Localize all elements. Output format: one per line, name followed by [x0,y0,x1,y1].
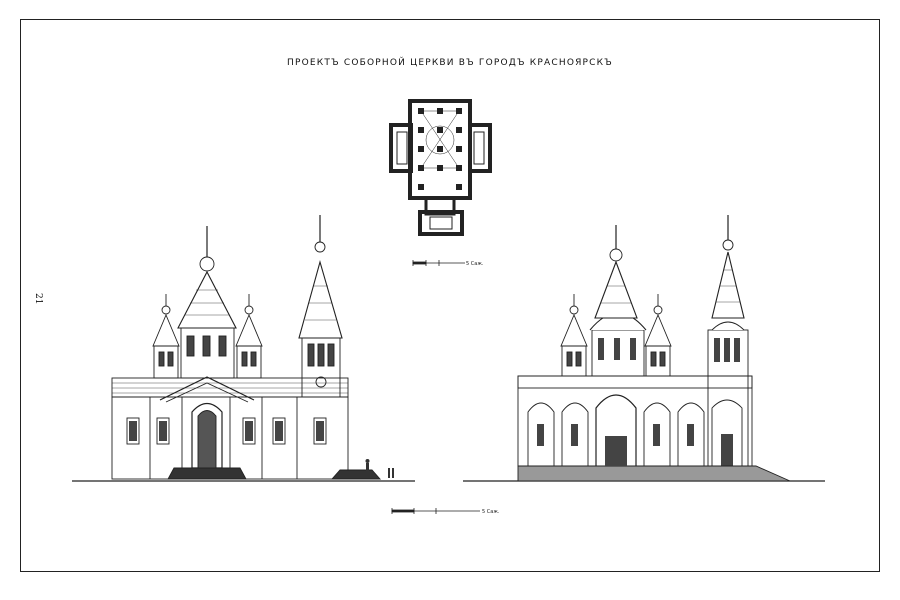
facade-left-turret [153,345,179,379]
facade-right-turret [236,345,262,379]
plan-piers [418,108,462,190]
facade-bell-tower-spire [298,259,343,339]
section-arches [527,394,743,466]
section-body [517,375,753,467]
section-base [517,465,791,482]
facade-central-tent [177,270,237,329]
plan-porch [418,210,464,236]
facade-portal [191,402,223,469]
elevation-scale-label: 5 Саж. [482,509,500,515]
section-central-tent [594,260,638,319]
plan-vault-lines [420,110,460,169]
facade-steps [167,467,247,480]
facade-elevation [72,215,415,482]
section-bell-tower-spire [711,251,745,319]
plan-scale-label: 5 Саж. [466,261,484,267]
sheet-title: ПРОЕКТЪ СОБОРНОЙ ЦЕРКВИ ВЪ ГОРОДЪ КРАСНО… [287,58,613,68]
scale-figures [365,459,394,478]
section-left-turret [561,345,587,377]
floor-plan [389,99,492,236]
section-right-turret [645,345,671,377]
elevation-scale-bar [391,508,480,514]
drawing-frame [20,19,880,572]
section-elevation [463,215,825,482]
facade-windows [126,417,327,445]
plan-scale-bar [412,260,465,266]
